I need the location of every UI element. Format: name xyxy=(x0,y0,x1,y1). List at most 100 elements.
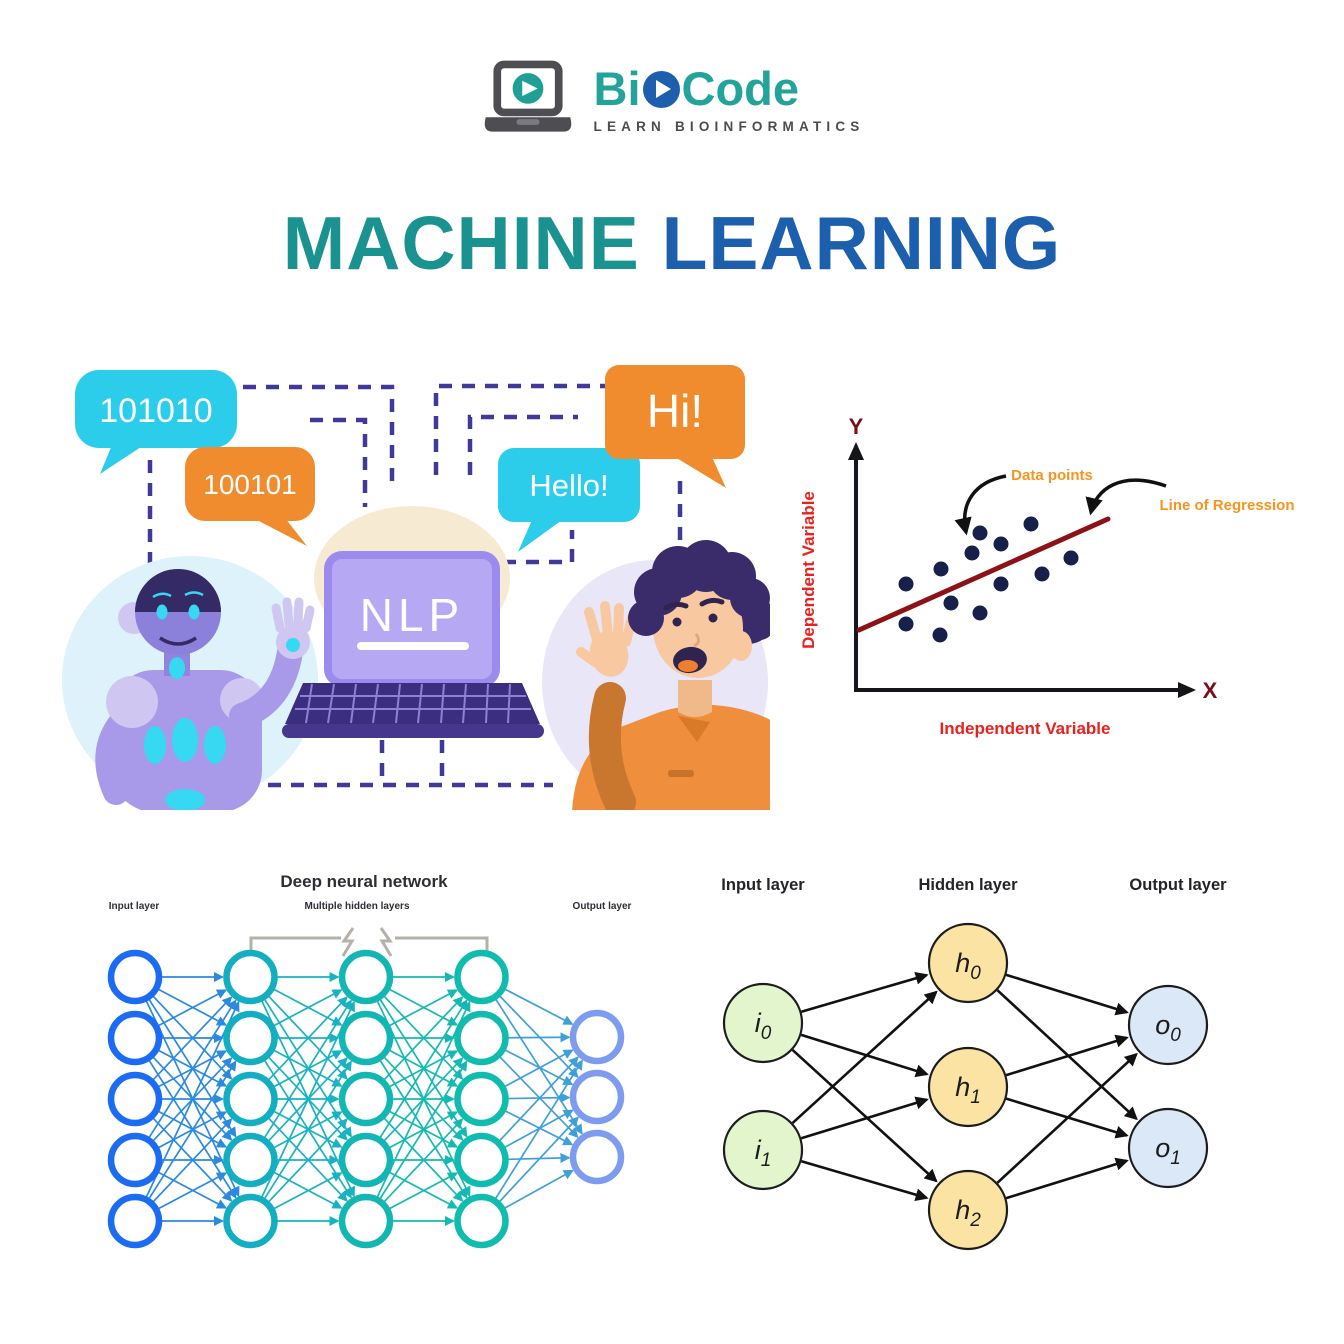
network-edge xyxy=(494,1059,583,1201)
y-axis-letter: Y xyxy=(849,414,864,439)
network-node xyxy=(454,1132,509,1188)
annotation-data-points: Data points xyxy=(1011,467,1093,484)
network-edge xyxy=(382,1118,464,1204)
network-node xyxy=(569,1129,625,1185)
bubble-text: 100101 xyxy=(203,469,296,500)
laptop-keyboard xyxy=(285,683,540,724)
network-node xyxy=(338,1071,394,1127)
network-node xyxy=(1127,1107,1209,1189)
network-edge xyxy=(497,1056,579,1143)
play-o-icon xyxy=(642,70,680,108)
network-edge xyxy=(800,1096,929,1140)
network-node xyxy=(223,949,278,1005)
node-label: i1 xyxy=(755,1135,772,1171)
node-label: i0 xyxy=(755,1008,772,1044)
bubble-text: 101010 xyxy=(99,392,212,430)
network-edge xyxy=(387,987,459,1026)
network-edge xyxy=(382,996,464,1082)
x-axis-title: Independent Variable xyxy=(940,719,1111,738)
speech-bubble-100101: 100101 xyxy=(185,447,315,546)
scatter-point xyxy=(972,525,988,541)
scatter-point xyxy=(898,616,914,632)
network-edge xyxy=(387,1170,459,1209)
network-edge xyxy=(801,1159,929,1202)
y-axis-title: Dependent Variable xyxy=(799,491,818,649)
human-hand xyxy=(589,631,629,677)
network-edge xyxy=(506,1032,571,1043)
deep-network-graph xyxy=(107,949,625,1249)
network-node xyxy=(338,949,394,1005)
network-edge xyxy=(156,1048,228,1087)
scatter-point xyxy=(898,576,914,592)
scatter-point xyxy=(1034,566,1050,582)
scatter-point xyxy=(943,595,959,611)
robot-illustration xyxy=(62,556,318,810)
scatter-point xyxy=(964,545,980,561)
dashed-connector xyxy=(467,414,578,475)
speech-bubble-hello: Hello! xyxy=(498,448,640,552)
nlp-laptop-illustration: NLP xyxy=(282,551,544,738)
x-axis-letter: X xyxy=(1203,678,1218,703)
speech-bubble-101010: 101010 xyxy=(75,370,237,474)
network-edge xyxy=(267,1116,348,1202)
network-edge xyxy=(801,971,929,1014)
network-edge xyxy=(156,1109,228,1148)
page-title: MACHINE LEARNING xyxy=(0,200,1344,286)
robot-eye xyxy=(156,604,168,620)
scatter-plot-area xyxy=(856,516,1111,643)
node-label: o0 xyxy=(1155,1010,1181,1046)
human-fingers xyxy=(576,601,637,667)
network-edge xyxy=(387,1048,459,1087)
deep-network-title: Deep neural network xyxy=(280,872,448,891)
network-node xyxy=(569,1009,625,1065)
scatter-point xyxy=(993,576,1009,592)
network-edge xyxy=(151,1118,233,1204)
network-node xyxy=(454,1010,509,1066)
network-node xyxy=(338,1193,394,1249)
network-edge xyxy=(156,1172,228,1211)
network-edge xyxy=(503,1048,574,1086)
network-edge xyxy=(498,1055,579,1139)
network-edge xyxy=(263,999,352,1140)
network-edge xyxy=(156,1170,228,1209)
arrow-to-points-icon xyxy=(954,474,1007,536)
network-edge xyxy=(498,994,579,1078)
brand-tagline: LEARN BIOINFORMATICS xyxy=(593,118,865,134)
laptop-play-icon xyxy=(484,60,571,132)
network-edge xyxy=(272,1109,343,1148)
network-node xyxy=(927,1046,1009,1128)
brand-post: Code xyxy=(681,61,800,115)
network-node xyxy=(927,1169,1009,1251)
network-node xyxy=(1127,984,1209,1066)
arrow-to-line-icon xyxy=(1085,478,1167,516)
simple-network-input-label: Input layer xyxy=(721,876,805,894)
network-edge xyxy=(503,1109,574,1149)
annotation-line-of-regression: Line of Regression xyxy=(1159,497,1294,514)
network-edge xyxy=(1005,1034,1129,1077)
network-edge xyxy=(272,1172,343,1211)
network-node xyxy=(338,1010,394,1066)
node-label: h2 xyxy=(955,1195,981,1231)
network-edge xyxy=(502,1169,574,1210)
deep-network-output-label: Output layer xyxy=(572,901,632,912)
network-node xyxy=(223,1071,278,1127)
network-node xyxy=(223,1132,278,1188)
network-edge xyxy=(382,1055,464,1141)
network-edge xyxy=(156,989,228,1028)
robot-fingers xyxy=(271,597,315,633)
network-edge xyxy=(800,1033,929,1078)
deep-network-input-label: Input layer xyxy=(108,901,160,912)
dashed-connector xyxy=(433,383,605,475)
deep-network-hidden-label: Multiple hidden layers xyxy=(304,901,410,912)
network-edge xyxy=(272,989,343,1028)
x-axis-arrow-icon xyxy=(1178,682,1196,698)
simple-network-output-label: Output layer xyxy=(1129,876,1227,894)
network-edge xyxy=(382,994,464,1080)
network-node xyxy=(107,949,163,1005)
speech-bubble-hi: Hi! xyxy=(605,365,745,488)
human-hair xyxy=(628,540,770,640)
